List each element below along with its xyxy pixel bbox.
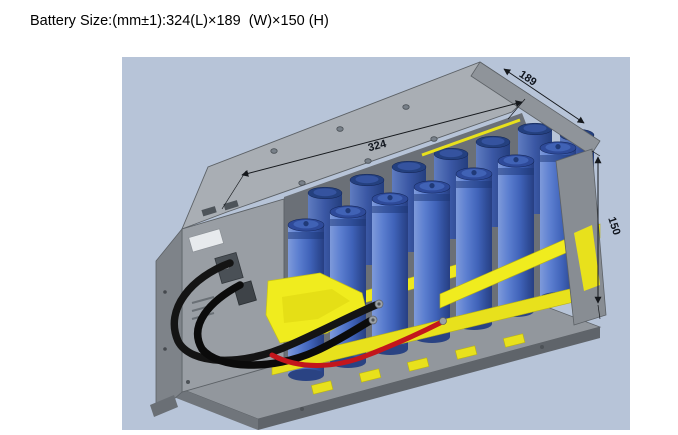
dim-label-depth: 189 xyxy=(517,68,539,88)
left-end-panel xyxy=(150,227,183,417)
cover-slot xyxy=(201,206,217,217)
red-cable xyxy=(269,320,443,368)
cell-holder-wedge xyxy=(265,272,367,344)
power-cables xyxy=(170,259,447,369)
bottom-bracket xyxy=(150,395,178,417)
holder-right-strip xyxy=(574,225,600,291)
figure-title: Battery Size:(mm±1):324(L)×189 (W)×150 (… xyxy=(30,13,329,29)
dim-label-height: 150 xyxy=(605,215,622,236)
render-panel: 324 189 150 xyxy=(122,57,630,430)
battery-pack-illustration: 324 189 150 xyxy=(150,61,622,430)
dim-label-length: 324 xyxy=(367,138,389,155)
cover-slot xyxy=(223,200,239,211)
ring-terminal xyxy=(439,317,447,325)
black-cable xyxy=(193,281,374,369)
front-left-panel xyxy=(181,198,285,393)
right-end-panel xyxy=(555,148,607,326)
product-label xyxy=(188,228,225,253)
dimension-annotations: 324 189 150 xyxy=(221,68,622,320)
